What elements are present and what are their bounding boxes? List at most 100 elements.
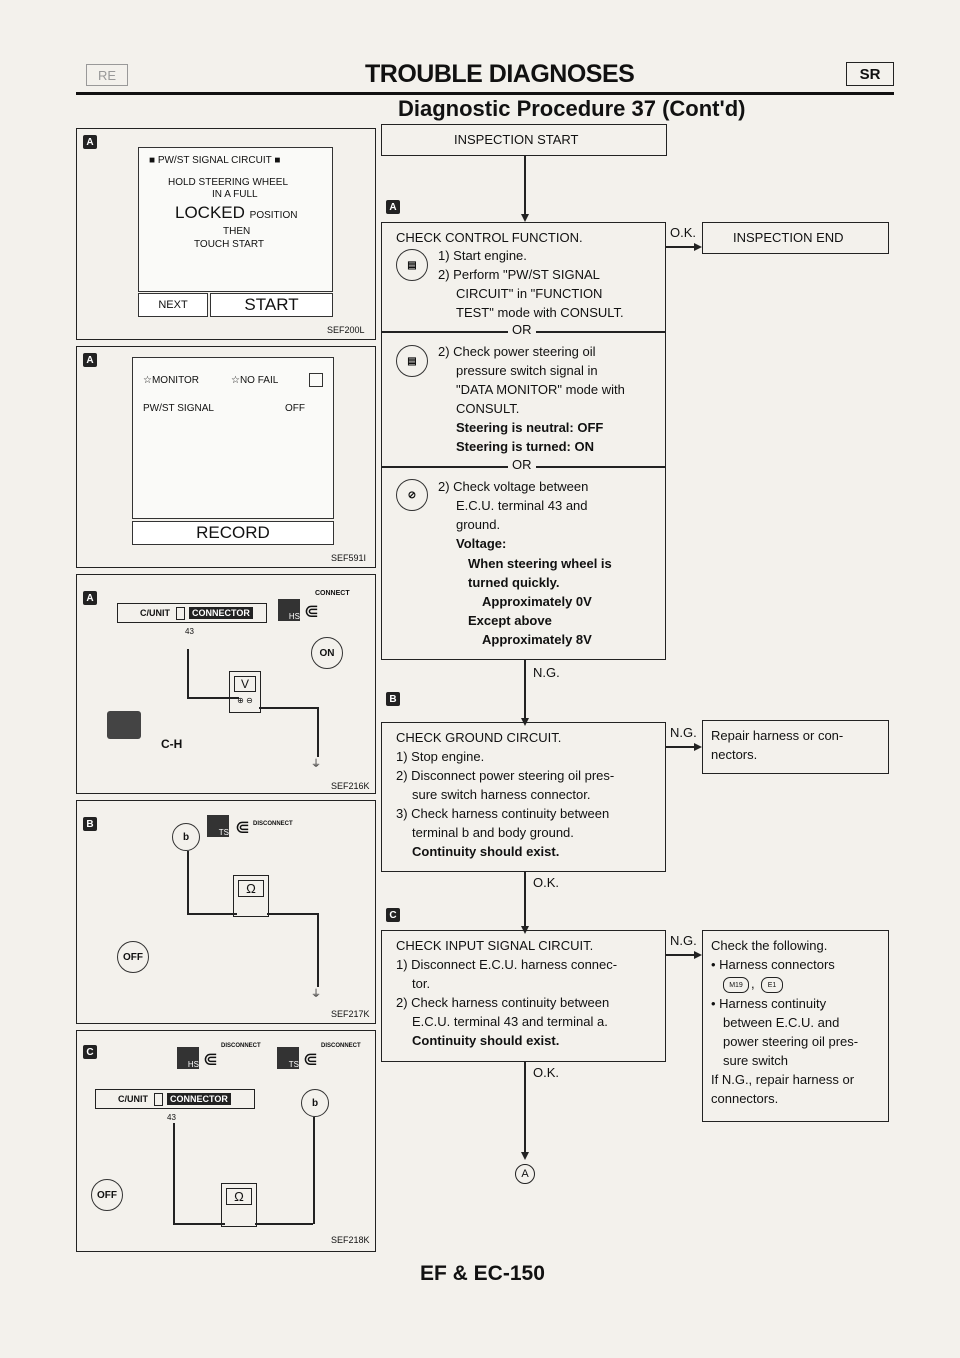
record-button[interactable]: RECORD	[132, 521, 334, 545]
ok-label: O.K.	[670, 225, 697, 240]
start-button-label: START	[244, 295, 299, 314]
check-control-title: CHECK CONTROL FUNCTION.	[396, 230, 583, 245]
ignition-off-label: OFF	[97, 1189, 117, 1201]
panel-tag-a: A	[83, 591, 97, 605]
check-text: connectors.	[711, 1091, 779, 1106]
step-text: Voltage:	[456, 536, 507, 551]
flow-line	[524, 1062, 526, 1158]
step-text: tor.	[412, 976, 431, 991]
switch-connector-icon: b	[301, 1089, 329, 1117]
repair-text: nectors.	[711, 747, 758, 762]
check-ground-circuit-box: CHECK GROUND CIRCUIT. 1) Stop engine. 2)…	[381, 722, 666, 872]
check-input-signal-box: CHECK INPUT SIGNAL CIRCUIT. 1) Disconnec…	[381, 930, 666, 1062]
probe-wire	[187, 851, 189, 913]
continue-marker-label: A	[521, 1168, 529, 1180]
no-fail-label: ☆NO FAIL	[231, 375, 279, 386]
connector-m19-icon: M19	[723, 977, 749, 993]
step-text: Except above	[468, 613, 552, 628]
probe-wire	[187, 697, 239, 699]
section-badge-label: SR	[859, 65, 881, 83]
flow-line	[666, 954, 696, 956]
probe-wire	[187, 913, 237, 915]
hs-label: HS	[187, 1060, 199, 1069]
ng-label: N.G.	[670, 933, 697, 948]
consult-screen: ■ PW/ST SIGNAL CIRCUIT ■ HOLD STEERING W…	[138, 147, 333, 292]
screen-line-position-word: POSITION	[249, 210, 298, 221]
voltmeter-terminals: ⊕ ⊖	[237, 696, 253, 705]
step-text: 1) Stop engine.	[396, 749, 485, 764]
next-button[interactable]: NEXT	[138, 293, 208, 317]
step-text: When steering wheel is	[468, 556, 612, 571]
pin-b-label: b	[311, 1097, 319, 1109]
step-text: Continuity should exist.	[412, 844, 560, 859]
ignition-off-icon: OFF	[91, 1179, 123, 1211]
check-text: power steering oil pres-	[723, 1034, 859, 1049]
step-text: 2) Check power steering oil	[438, 344, 596, 359]
step-text: E.C.U. terminal 43 and	[456, 498, 588, 513]
ohmmeter-icon: Ω	[233, 875, 269, 917]
step-text: 2) Check voltage between	[438, 479, 589, 494]
disconnect-label: DISCONNECT	[221, 1043, 261, 1049]
panel-tag-a: A	[83, 353, 97, 367]
panel-voltage-check: A C/UNIT CONNECTOR 43 CONNECT HS ⋐ ON V …	[76, 574, 376, 794]
screen-line-hold: HOLD STEERING WHEEL	[168, 177, 289, 188]
plug-icon: ⋐	[304, 601, 320, 621]
check-text: between E.C.U. and	[723, 1015, 840, 1030]
flow-line	[666, 246, 696, 248]
ignition-off-label: OFF	[123, 951, 143, 963]
voltmeter-icon: V ⊕ ⊖	[229, 671, 261, 713]
repair-box: Repair harness or con- nectors.	[702, 720, 889, 774]
screen-line-full: IN A FULL	[212, 189, 258, 200]
switch-connector-icon: b	[172, 823, 200, 851]
connector-icon	[154, 1092, 163, 1106]
ts-connector-icon: TS	[207, 815, 229, 837]
flow-line	[524, 660, 526, 722]
page-header-title: TROUBLE DIAGNOSES	[365, 60, 635, 88]
probe-wire	[173, 1123, 175, 1223]
screen-line-locked: LOCKED POSITION	[175, 204, 297, 225]
connector-e1-icon: E1	[761, 977, 783, 993]
pwst-signal-value: OFF	[285, 403, 305, 414]
ecu-unit-icon	[107, 711, 141, 739]
checkbox-icon[interactable]	[309, 373, 323, 387]
connector-label: CONNECTOR	[167, 1093, 231, 1105]
check-following-box: Check the following. • Harness connector…	[702, 930, 889, 1122]
step-text: 3) Check harness continuity between	[396, 806, 610, 821]
step-text: 1) Start engine.	[438, 248, 527, 263]
flow-line	[666, 746, 696, 748]
step-text: CONSULT.	[456, 401, 520, 416]
inspection-start-box: INSPECTION START	[381, 124, 667, 156]
probe-wire	[267, 913, 317, 915]
step-text: 2) Check harness continuity between	[396, 995, 610, 1010]
ground-icon: ⏚	[311, 759, 321, 770]
ignition-on-icon: ON	[311, 637, 343, 669]
figure-ref: SEF217K	[331, 1009, 370, 1019]
pin-b-label: b	[182, 831, 190, 843]
plug-icon: ⋐	[235, 817, 251, 837]
flow-tag-c: C	[386, 908, 400, 922]
step-text: 2) Perform "PW/ST SIGNAL	[438, 267, 600, 282]
next-button-label: NEXT	[158, 299, 188, 311]
inspection-end-box: INSPECTION END	[702, 222, 889, 254]
left-section-badge-label: RE	[97, 67, 117, 83]
probe-wire	[317, 707, 319, 757]
header-rule	[76, 92, 894, 95]
ch-label: C-H	[161, 737, 183, 751]
or-label: OR	[508, 322, 536, 337]
check-text: If N.G., repair harness or	[711, 1072, 855, 1087]
step-text: Steering is turned: ON	[456, 439, 594, 454]
probe-wire	[317, 913, 319, 987]
hs-connector-icon: HS	[278, 599, 300, 621]
panel-consult-function-test: A ■ PW/ST SIGNAL CIRCUIT ■ HOLD STEERING…	[76, 128, 376, 340]
step-text: ground.	[456, 517, 501, 532]
check-ground-title: CHECK GROUND CIRCUIT.	[396, 730, 562, 745]
record-button-label: RECORD	[196, 523, 270, 542]
ohmmeter-label: Ω	[226, 1188, 252, 1205]
plug-icon: ⋐	[303, 1049, 319, 1069]
step-text: Steering is neutral: OFF	[456, 420, 604, 435]
consult-icon: ▤	[396, 345, 428, 377]
flow-tag-b: B	[386, 692, 400, 706]
page-subtitle: Diagnostic Procedure 37 (Cont'd)	[398, 96, 746, 121]
square-bullet-icon: ■	[271, 155, 281, 166]
start-button[interactable]: START	[210, 293, 333, 317]
